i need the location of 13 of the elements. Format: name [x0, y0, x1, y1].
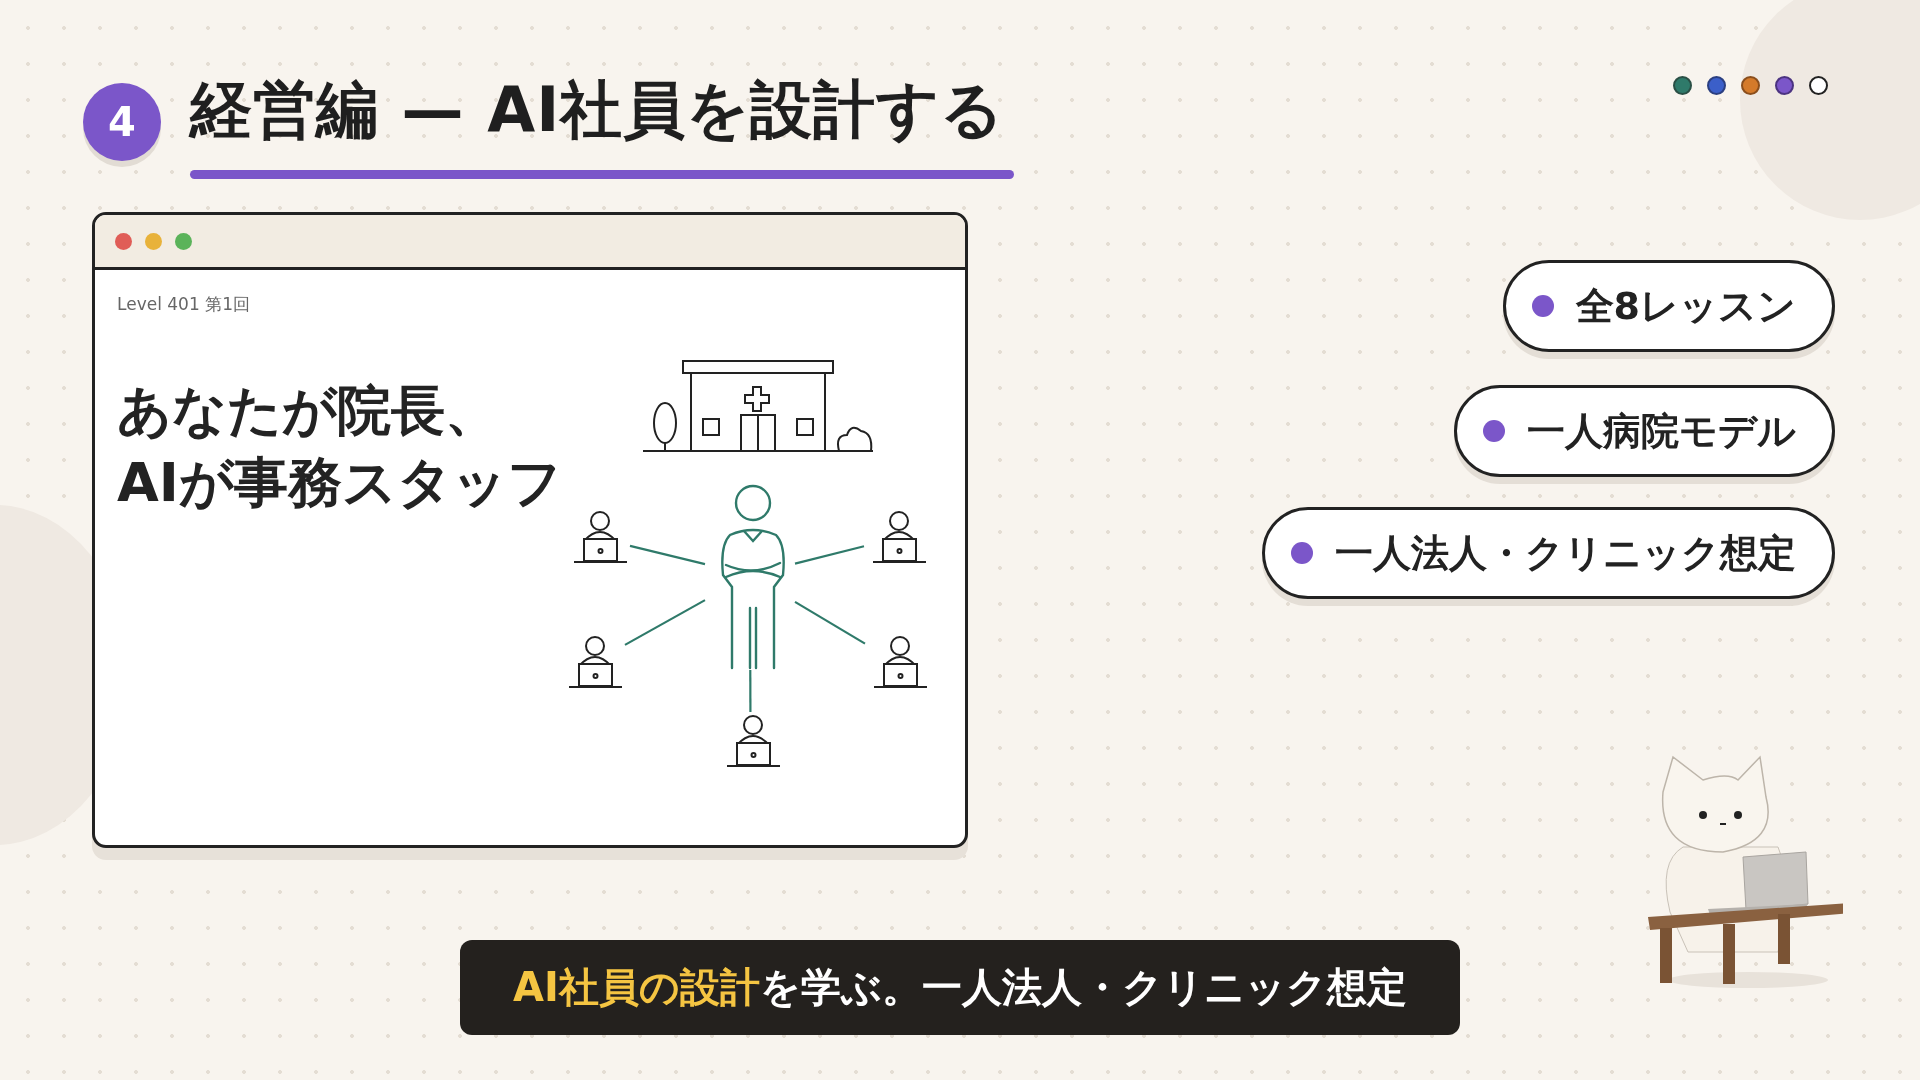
headline: あなたが院長、AIが事務スタッフ	[117, 378, 563, 516]
connector-line	[629, 544, 706, 566]
caption-banner	[460, 940, 1460, 1035]
connector-line	[794, 545, 865, 565]
page-title: 経営編 — AI社員を設計する	[190, 72, 1005, 148]
connector-line	[749, 670, 752, 712]
pill-label: 一人法人・クリニック想定	[1335, 529, 1796, 577]
connector-line	[794, 600, 866, 645]
pill-label: 全8レッスン	[1575, 282, 1796, 330]
banner-text: AI社員の設計を学ぶ。一人法人・クリニック想定	[513, 963, 1407, 1012]
connector-line	[624, 599, 706, 646]
lesson-label: Level 401 第1回	[117, 293, 250, 316]
pill-label: 一人病院モデル	[1527, 407, 1796, 455]
